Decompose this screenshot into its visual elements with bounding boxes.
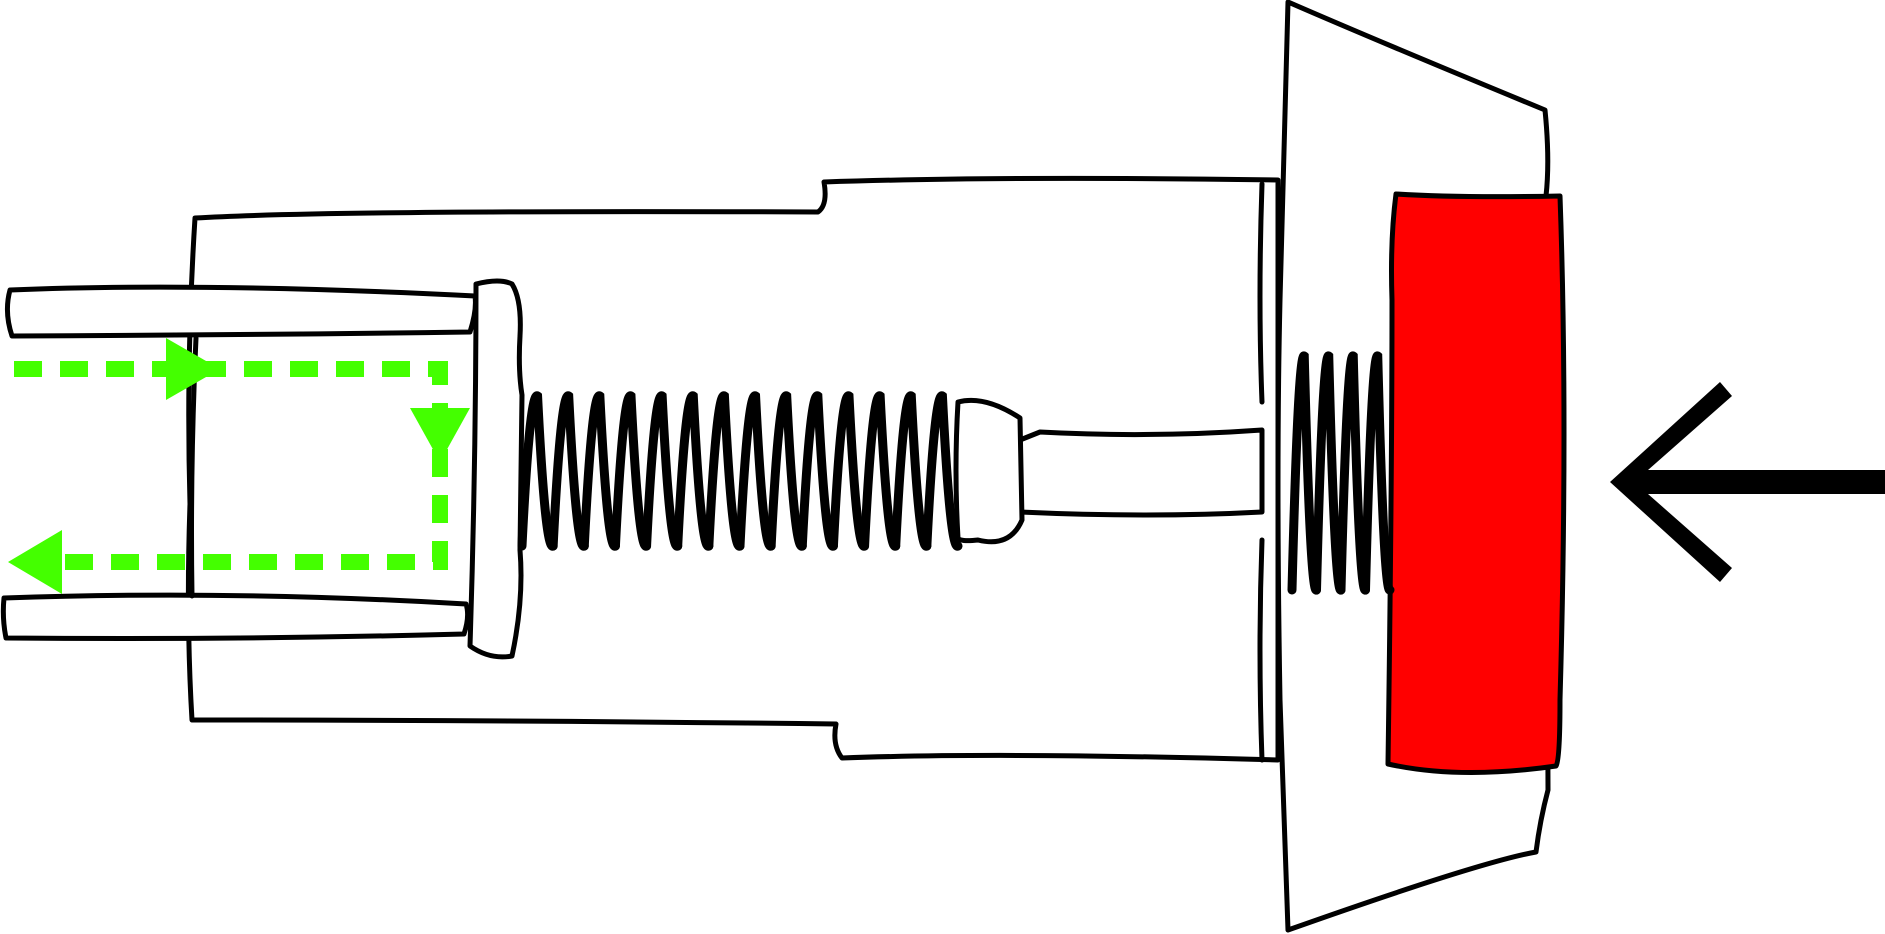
spring-coil (673, 391, 714, 551)
spring-coil (891, 391, 932, 551)
bore-tube-top (4, 284, 478, 339)
spring-coil (704, 391, 745, 551)
flow-path (8, 338, 470, 594)
spring-coil (579, 391, 620, 551)
spring-coil (1361, 351, 1395, 595)
push-arrow-icon (1610, 382, 1885, 582)
spring-coil (735, 391, 776, 551)
flow-arrow-right-icon (166, 338, 220, 400)
red-plunger (1385, 191, 1567, 775)
spring-coil (797, 391, 838, 551)
spring-coil (828, 391, 870, 551)
flow-line (14, 361, 448, 570)
rear-spring (1287, 351, 1395, 595)
spring-coil (766, 391, 807, 551)
spring-coil (548, 391, 589, 551)
bore-tube-bottom (0, 592, 471, 641)
piston-rod (1017, 427, 1265, 518)
piston-head (467, 278, 525, 660)
spring-coil (610, 391, 652, 551)
spring-coil (922, 391, 963, 551)
spring (517, 391, 963, 551)
push-arrow (1610, 382, 1885, 582)
flange-divider (1257, 181, 1265, 763)
flow-arrow-down-icon (410, 408, 470, 462)
spring-coil (860, 391, 901, 551)
spring-coil (642, 391, 683, 551)
flow-arrow-left-icon (8, 530, 62, 594)
spring-coil (517, 391, 558, 551)
rod-end-cap (953, 397, 1025, 545)
